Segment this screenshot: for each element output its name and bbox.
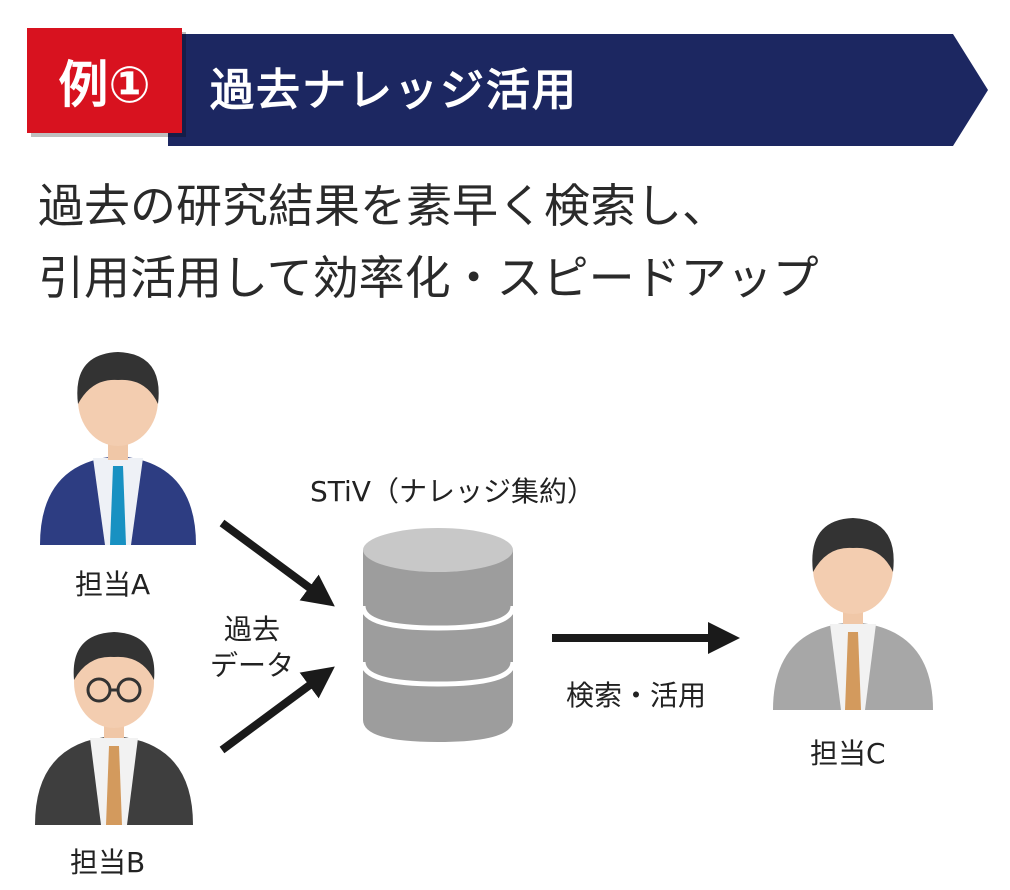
headline-line-2: 引用活用して効率化・スピードアップ [38, 251, 819, 305]
person-b-label: 担当B [70, 846, 146, 879]
person-c-icon [773, 518, 933, 710]
header-banner [168, 34, 988, 146]
arrow-a-to-db [219, 519, 335, 607]
example-badge-label: 例① [58, 55, 151, 114]
person-a-label: 担当A [75, 568, 151, 601]
headline: 過去の研究結果を素早く検索し、 引用活用して効率化・スピードアップ [38, 170, 819, 314]
person-b-icon [35, 632, 193, 825]
system-label: STiV（ナレッジ集約） [310, 475, 595, 508]
headline-line-1: 過去の研究結果を素早く検索し、 [38, 179, 728, 233]
example-badge: 例① [27, 28, 182, 133]
header-title: 過去ナレッジ活用 [210, 65, 578, 116]
input-label-line-1: 過去 [224, 613, 281, 646]
input-label-line-2: データ [210, 649, 295, 682]
person-c-label: 担当C [810, 737, 886, 770]
arrow-b-to-db [219, 666, 335, 754]
person-a-icon [40, 352, 196, 545]
output-label: 検索・活用 [566, 679, 707, 712]
database-icon [360, 528, 516, 742]
